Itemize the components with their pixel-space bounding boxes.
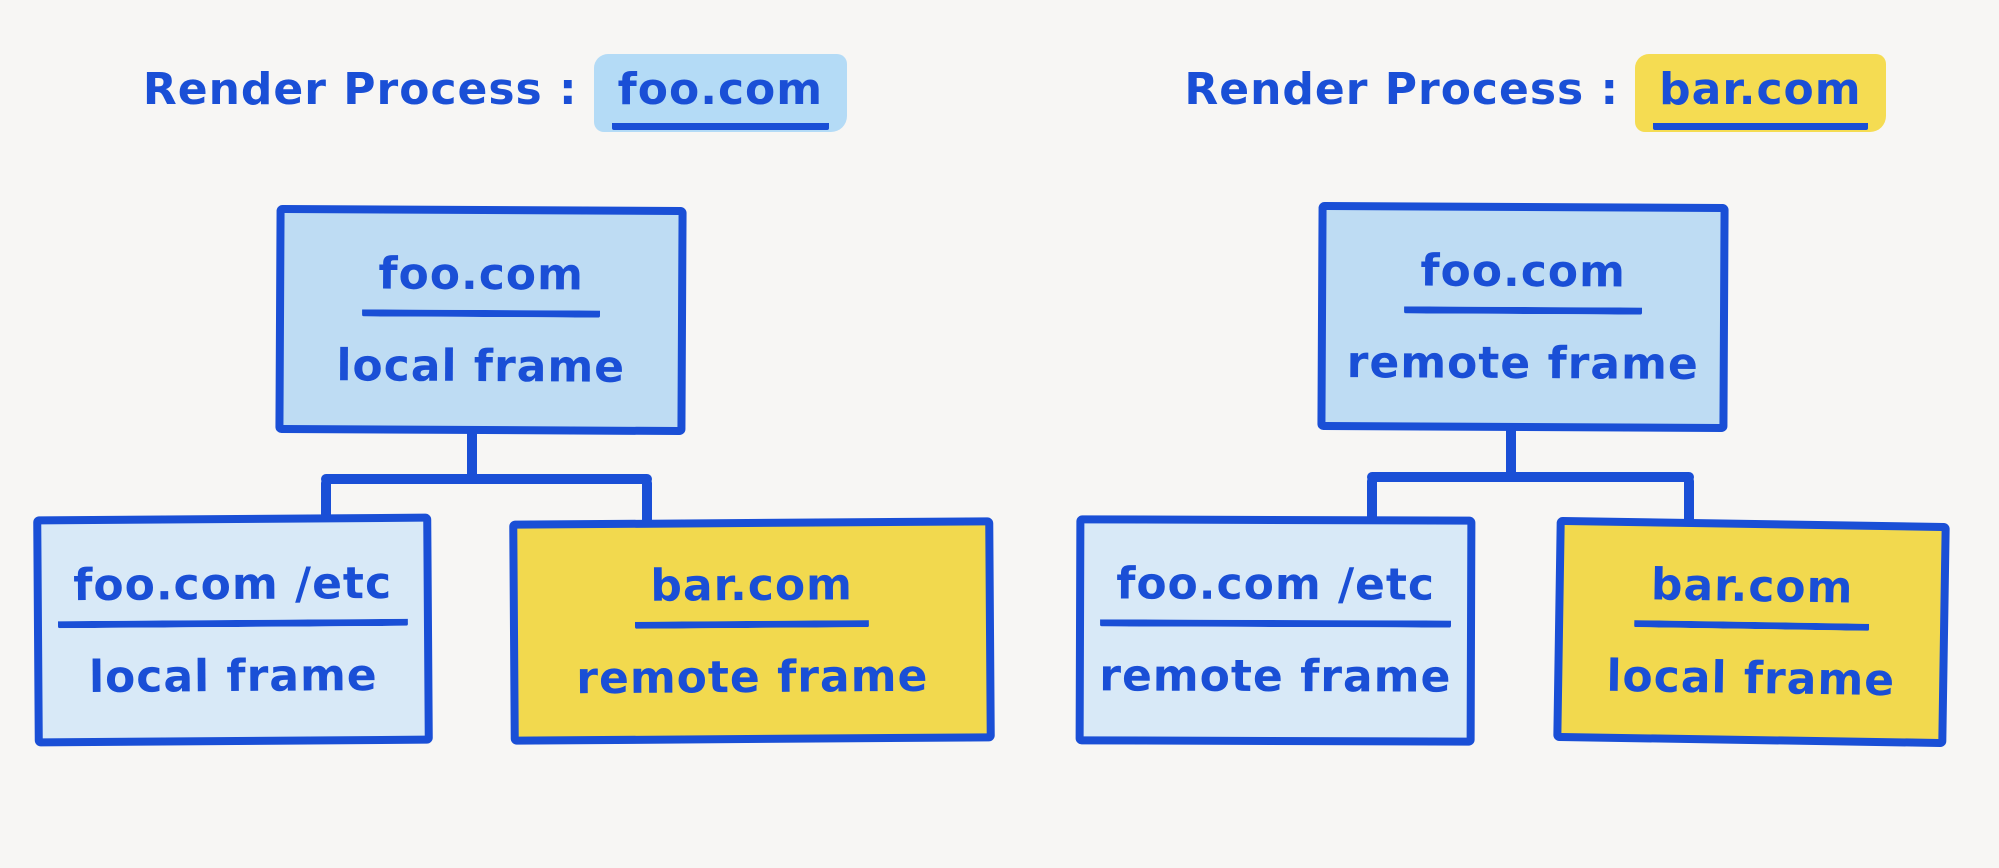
tree-title: Render Process : foo.com <box>140 54 850 132</box>
frame-domain: bar.com <box>634 558 870 629</box>
frame-type-label: local frame <box>88 649 378 703</box>
frame-node-child: bar.com local frame <box>1553 516 1950 748</box>
connector-drop-left <box>1367 476 1377 522</box>
process-name: bar.com <box>1653 64 1868 130</box>
connector-bar <box>321 474 652 484</box>
connector-drop-left <box>321 478 331 522</box>
connector-drop-right <box>642 478 652 526</box>
frame-node-root: foo.com local frame <box>275 204 687 436</box>
frame-domain: foo.com <box>362 247 601 318</box>
frame-node-child: foo.com /etc local frame <box>33 513 433 747</box>
frame-node-root: foo.com remote frame <box>1317 201 1729 433</box>
frame-type-label: local frame <box>1606 650 1896 706</box>
frame-type-label: remote frame <box>576 650 929 704</box>
frame-domain: foo.com /etc <box>1100 558 1452 628</box>
frame-domain: bar.com <box>1634 558 1870 631</box>
connector-stem <box>1506 425 1516 480</box>
frame-type-label: local frame <box>336 339 626 393</box>
tree-title-prefix: Render Process : <box>1184 64 1620 115</box>
process-name: foo.com <box>611 64 830 130</box>
process-name-highlight: bar.com <box>1635 54 1886 132</box>
process-name-highlight: foo.com <box>593 54 848 132</box>
frame-type-label: remote frame <box>1099 650 1452 703</box>
tree-title-prefix: Render Process : <box>142 64 578 115</box>
frame-node-child: foo.com /etc remote frame <box>1075 515 1476 746</box>
tree-title: Render Process : bar.com <box>1180 54 1890 132</box>
frame-domain: foo.com <box>1404 244 1643 315</box>
frame-type-label: remote frame <box>1346 336 1699 390</box>
connector-drop-right <box>1684 476 1694 526</box>
frame-node-child: bar.com remote frame <box>509 517 995 745</box>
connector-bar <box>1367 472 1694 482</box>
connector-stem <box>467 428 477 480</box>
frame-domain: foo.com /etc <box>57 557 409 628</box>
